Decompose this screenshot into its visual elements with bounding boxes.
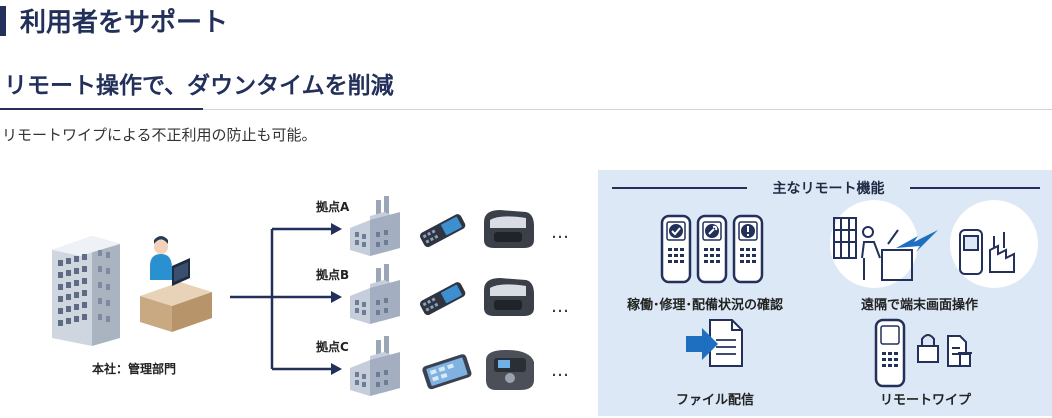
arrow-head-icon: [331, 291, 342, 303]
feature-remote-wipe-label: リモートワイプ: [880, 393, 972, 408]
site-a-icons: [350, 196, 534, 256]
arrow-head-icon: [331, 223, 342, 235]
section-subtitle: リモート操作で、ダウンタイムを削減: [4, 73, 394, 99]
smartphone-icon: [422, 354, 472, 390]
panel-title-rule: [910, 187, 1040, 189]
connection-lines: [230, 227, 334, 371]
more-devices-ellipsis: …: [551, 222, 570, 243]
site-b-icons: [350, 264, 534, 324]
distribution-diagram: [52, 196, 534, 396]
site-c-icons: [350, 336, 534, 396]
title-accent-bar: [0, 6, 6, 36]
arrow-head-icon: [331, 363, 342, 375]
handheld-terminal-icon: [419, 282, 466, 316]
hq-building-icon: [52, 236, 120, 346]
site-c-label: 拠点C: [316, 340, 349, 354]
feature-status-check-label: 稼働･修理･配備状況の確認: [627, 298, 784, 313]
feature-file-delivery-label: ファイル配信: [676, 393, 755, 408]
panel-title-rule: [612, 187, 747, 189]
mobile-printer-icon: [486, 350, 534, 390]
panel-title: 主なリモート機能: [772, 181, 885, 197]
more-devices-ellipsis: …: [551, 360, 570, 381]
feature-remote-operation-label: 遠隔で端末画面操作: [861, 298, 979, 313]
remote-features-illustrations: [660, 200, 1038, 388]
section-divider: [0, 109, 1052, 110]
factory-icon: [350, 196, 400, 256]
status-check-devices-icon: [660, 214, 764, 284]
site-a-label: 拠点A: [316, 200, 350, 214]
handheld-terminal-icon: [419, 214, 466, 248]
factory-icon: [350, 336, 400, 396]
admin-desk-icon: [140, 236, 212, 332]
section-divider-accent: [0, 108, 203, 110]
file-delivery-icon: [686, 319, 743, 367]
more-devices-ellipsis: …: [551, 296, 570, 317]
lead-text: リモートワイプによる不正利用の防止も可能。: [2, 126, 317, 144]
remote-wipe-icon: [874, 318, 972, 388]
remote-operation-icon: [830, 200, 1038, 288]
hq-label: 本社：管理部門: [92, 362, 177, 376]
mobile-printer-icon: [484, 210, 534, 248]
page-title: 利用者をサポート: [20, 8, 229, 38]
factory-icon: [350, 264, 400, 324]
mobile-printer-icon: [484, 278, 534, 316]
site-b-label: 拠点B: [316, 268, 350, 282]
